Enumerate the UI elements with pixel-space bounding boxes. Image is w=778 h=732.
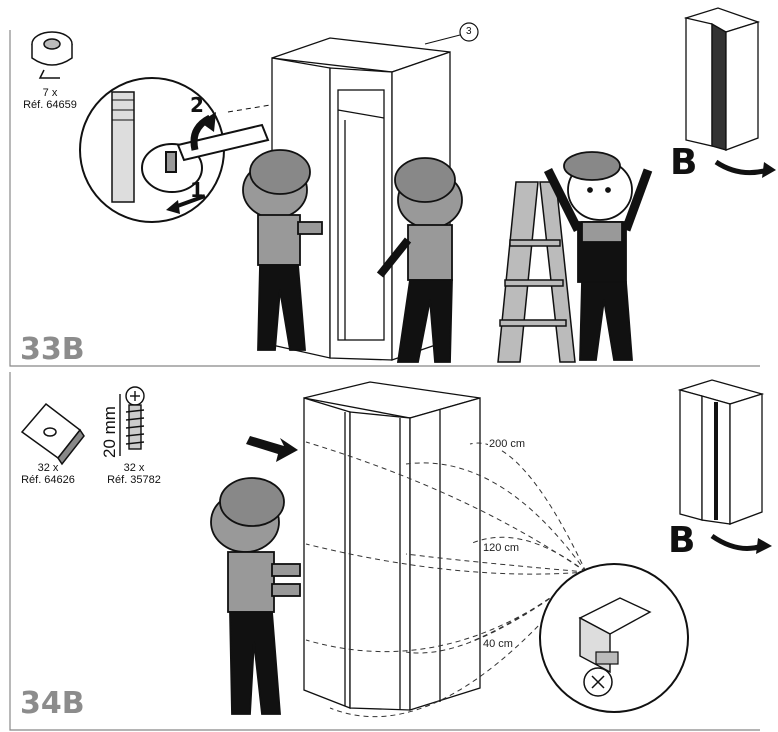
step-34b-illustration — [9, 372, 772, 731]
part-ref: Réf. 64626 — [21, 474, 75, 486]
part-ref: Réf. 35782 — [107, 474, 161, 486]
part-qty: 32 x — [37, 462, 59, 474]
open-arrow-icon — [714, 159, 769, 176]
screw-length: 20 mm — [100, 406, 119, 458]
wardrobe-thumbnail — [677, 379, 765, 525]
step-33b-illustration — [9, 7, 776, 367]
direction-label-b: B — [670, 142, 698, 183]
worker-figure — [210, 477, 301, 715]
part-ref: Réf. 64659 — [23, 99, 77, 111]
step-33b-panel: 7 x Réf. 64659 2 1 3 33B B — [9, 7, 776, 367]
cam-lock-detail-circle — [79, 77, 270, 223]
arrow-number-1: 1 — [190, 178, 204, 202]
wardrobe-thumbnail — [683, 7, 761, 151]
part-qty: 7 x — [42, 87, 58, 99]
corner-bracket-part-icon — [20, 402, 85, 466]
callout-circle-icon — [459, 22, 479, 42]
corner-wardrobe-front — [303, 381, 481, 711]
stepladder-icon — [497, 181, 576, 363]
part-qty: 32 x — [123, 462, 145, 474]
dimension-label: 40 cm — [482, 638, 514, 650]
arrow-number-2: 2 — [190, 93, 204, 117]
dimension-label: 200 cm — [488, 438, 527, 450]
worker-figure — [376, 157, 463, 363]
dimension-label: 120 cm — [482, 542, 521, 554]
screw-part-icon — [119, 386, 145, 456]
push-arrow-icon — [246, 436, 298, 462]
cheering-worker-figure — [543, 151, 653, 361]
direction-label-b: B — [668, 520, 696, 561]
screw-detail-circle — [539, 563, 689, 713]
open-arrow-icon — [710, 533, 763, 551]
callout-number: 3 — [466, 26, 472, 37]
step-34b-panel: 32 x Réf. 64626 32 x Réf. 35782 20 mm 20… — [0, 372, 778, 732]
cam-lock-part-icon — [31, 31, 73, 79]
step-number-33b: 33B — [20, 332, 85, 367]
worker-figure — [242, 149, 323, 351]
corner-wardrobe-back — [271, 37, 451, 361]
step-number-34b: 34B — [20, 686, 85, 721]
